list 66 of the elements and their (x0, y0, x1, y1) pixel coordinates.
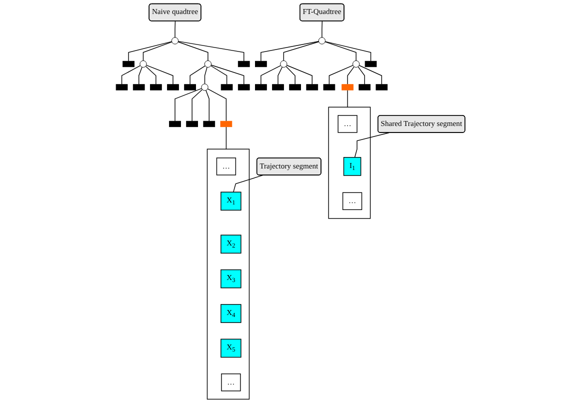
node-box (255, 84, 267, 90)
node-circle (201, 84, 208, 91)
node-circle (280, 60, 288, 68)
node-box (184, 84, 196, 90)
node-box (220, 120, 232, 128)
connector (354, 132, 390, 158)
node-circle (204, 60, 212, 68)
connector (286, 66, 296, 85)
connector (324, 41, 356, 62)
connector (174, 88, 202, 122)
connector (121, 65, 141, 85)
cluster (206, 148, 250, 400)
node-box (122, 60, 134, 68)
connector (283, 41, 320, 62)
node-box (289, 84, 301, 90)
connector (322, 20, 323, 38)
node-box (272, 84, 284, 90)
connector (204, 66, 208, 84)
node-box (376, 84, 388, 90)
connector (358, 65, 382, 85)
connector (226, 126, 227, 150)
connector (347, 66, 354, 85)
connector (142, 42, 172, 62)
connector (146, 64, 174, 85)
connector (324, 41, 372, 62)
node-box (323, 84, 336, 90)
node-circle (318, 37, 326, 44)
node-box (167, 84, 179, 90)
connector (174, 20, 176, 38)
node-box (169, 120, 181, 128)
node-box (150, 84, 162, 90)
connector (207, 88, 227, 122)
node-circle (140, 60, 147, 68)
connector (138, 66, 142, 85)
node-box (342, 84, 354, 90)
connector (286, 64, 312, 85)
connector (128, 41, 172, 62)
node-circle (171, 37, 179, 44)
cluster (328, 106, 371, 219)
connector (260, 41, 320, 62)
node-box (238, 84, 250, 90)
connector (210, 65, 228, 85)
connector (192, 89, 203, 122)
connector (178, 40, 244, 62)
node-box (306, 84, 318, 90)
connector (178, 42, 208, 62)
node-box (364, 60, 377, 68)
connector (260, 65, 282, 85)
connector (206, 90, 210, 122)
node-box (203, 120, 216, 128)
connector (145, 66, 156, 85)
node-box (116, 84, 128, 90)
node-box (132, 84, 145, 90)
connector (278, 66, 283, 85)
node-box (220, 84, 233, 90)
node-box (238, 60, 250, 68)
node-box (358, 84, 371, 90)
connector (347, 90, 348, 108)
connector (328, 64, 354, 85)
connector (233, 174, 264, 192)
node-circle (352, 60, 360, 68)
connector (190, 65, 206, 85)
connector (210, 64, 244, 85)
node-box (186, 120, 198, 128)
node-box (255, 60, 267, 68)
connector (358, 66, 365, 85)
